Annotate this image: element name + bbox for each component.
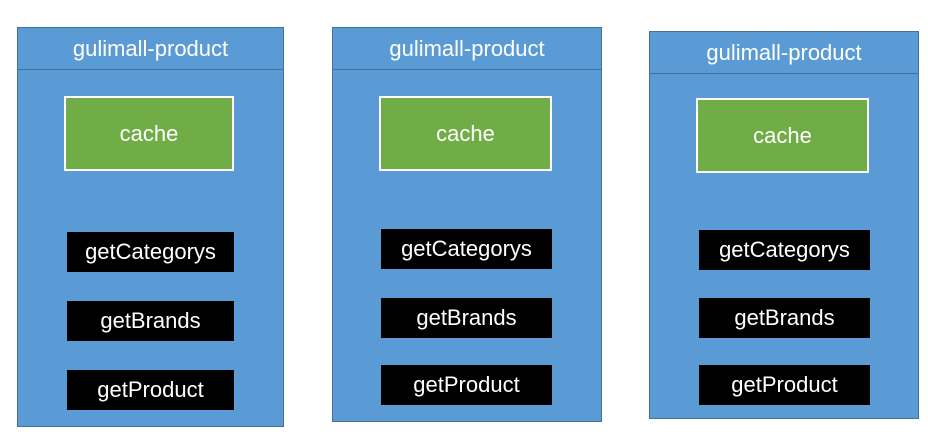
method-get-product-2: getProduct [381,365,552,405]
method-get-brands-3: getBrands [699,298,870,338]
cache-box-3: cache [696,98,869,173]
service-box-2: gulimall-product cache getCategorys getB… [332,27,602,422]
method-get-categorys-2: getCategorys [381,229,552,269]
method-get-product-1: getProduct [67,370,234,410]
method-get-product-3: getProduct [699,365,870,405]
service-title-2: gulimall-product [333,28,601,70]
method-get-categorys-3: getCategorys [699,230,870,270]
cache-box-2: cache [379,96,552,171]
method-get-brands-2: getBrands [381,298,552,338]
service-title-1: gulimall-product [18,28,283,70]
cache-box-1: cache [64,96,234,171]
method-get-categorys-1: getCategorys [67,232,234,272]
service-box-1: gulimall-product cache getCategorys getB… [17,27,284,427]
method-get-brands-1: getBrands [67,301,234,341]
service-title-3: gulimall-product [650,32,918,74]
service-box-3: gulimall-product cache getCategorys getB… [649,31,919,419]
